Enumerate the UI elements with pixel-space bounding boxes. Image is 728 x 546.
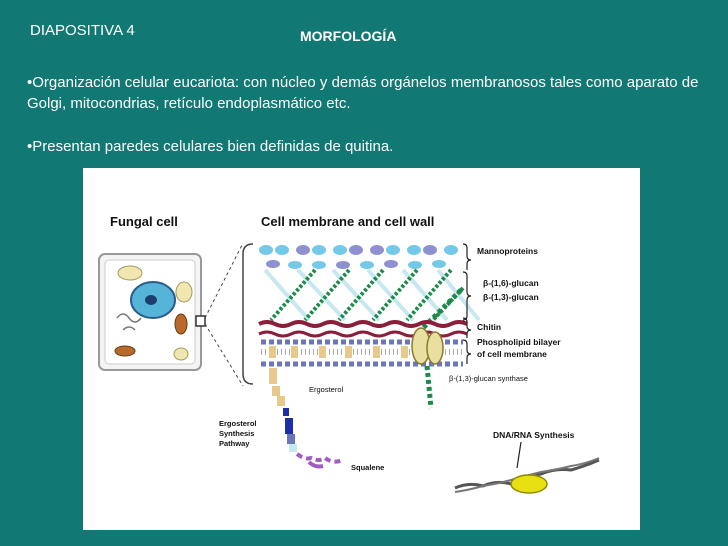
slide-title: MORFOLOGÍA xyxy=(300,28,397,44)
label-bilayer-line1: Phospholipid bilayer xyxy=(477,337,561,347)
glucan-chains xyxy=(263,268,481,330)
label-ergosterol: Ergosterol xyxy=(309,385,344,394)
label-glucan-synthase: β-(1,3)-glucan synthase xyxy=(449,374,528,383)
label-bilayer-line2: of cell membrane xyxy=(477,349,547,359)
label-chitin: Chitin xyxy=(477,322,501,332)
slide-number: DIAPOSITIVA 4 xyxy=(30,22,135,39)
label-pathway-line1: Ergosterol xyxy=(219,419,257,428)
fungal-cell-drawing xyxy=(98,242,254,387)
label-squalene: Squalene xyxy=(351,463,384,472)
mitochondrion-shape xyxy=(114,345,136,357)
label-mannoproteins: Mannoproteins xyxy=(477,246,538,256)
bullet-organization: •Organización celular eucariota: con núc… xyxy=(27,74,699,112)
bullet-cell-walls: •Presentan paredes celulares bien defini… xyxy=(27,138,394,155)
label-pathway-line2: Synthesis xyxy=(219,429,254,438)
figure-diagram: Fungal cell Cell membrane and cell wall xyxy=(98,214,600,494)
label-beta13-glucan: β-(1,3)-glucan xyxy=(483,292,539,302)
dna-strand xyxy=(454,441,600,494)
mannoproteins-row xyxy=(259,245,459,269)
glucan-synthase xyxy=(411,327,444,409)
ergosterol-chain xyxy=(269,368,344,469)
fungal-cell-figure: Fungal cell Cell membrane and cell wall xyxy=(83,168,640,530)
fungal-cell-heading: Fungal cell xyxy=(110,214,178,229)
cell-wall-heading: Cell membrane and cell wall xyxy=(261,214,434,229)
label-beta16-glucan: β-(1,6)-glucan xyxy=(483,278,539,288)
label-pathway-line3: Pathway xyxy=(219,439,250,448)
label-dna-rna-synthesis: DNA/RNA Synthesis xyxy=(493,430,575,440)
label-brackets xyxy=(462,243,472,364)
